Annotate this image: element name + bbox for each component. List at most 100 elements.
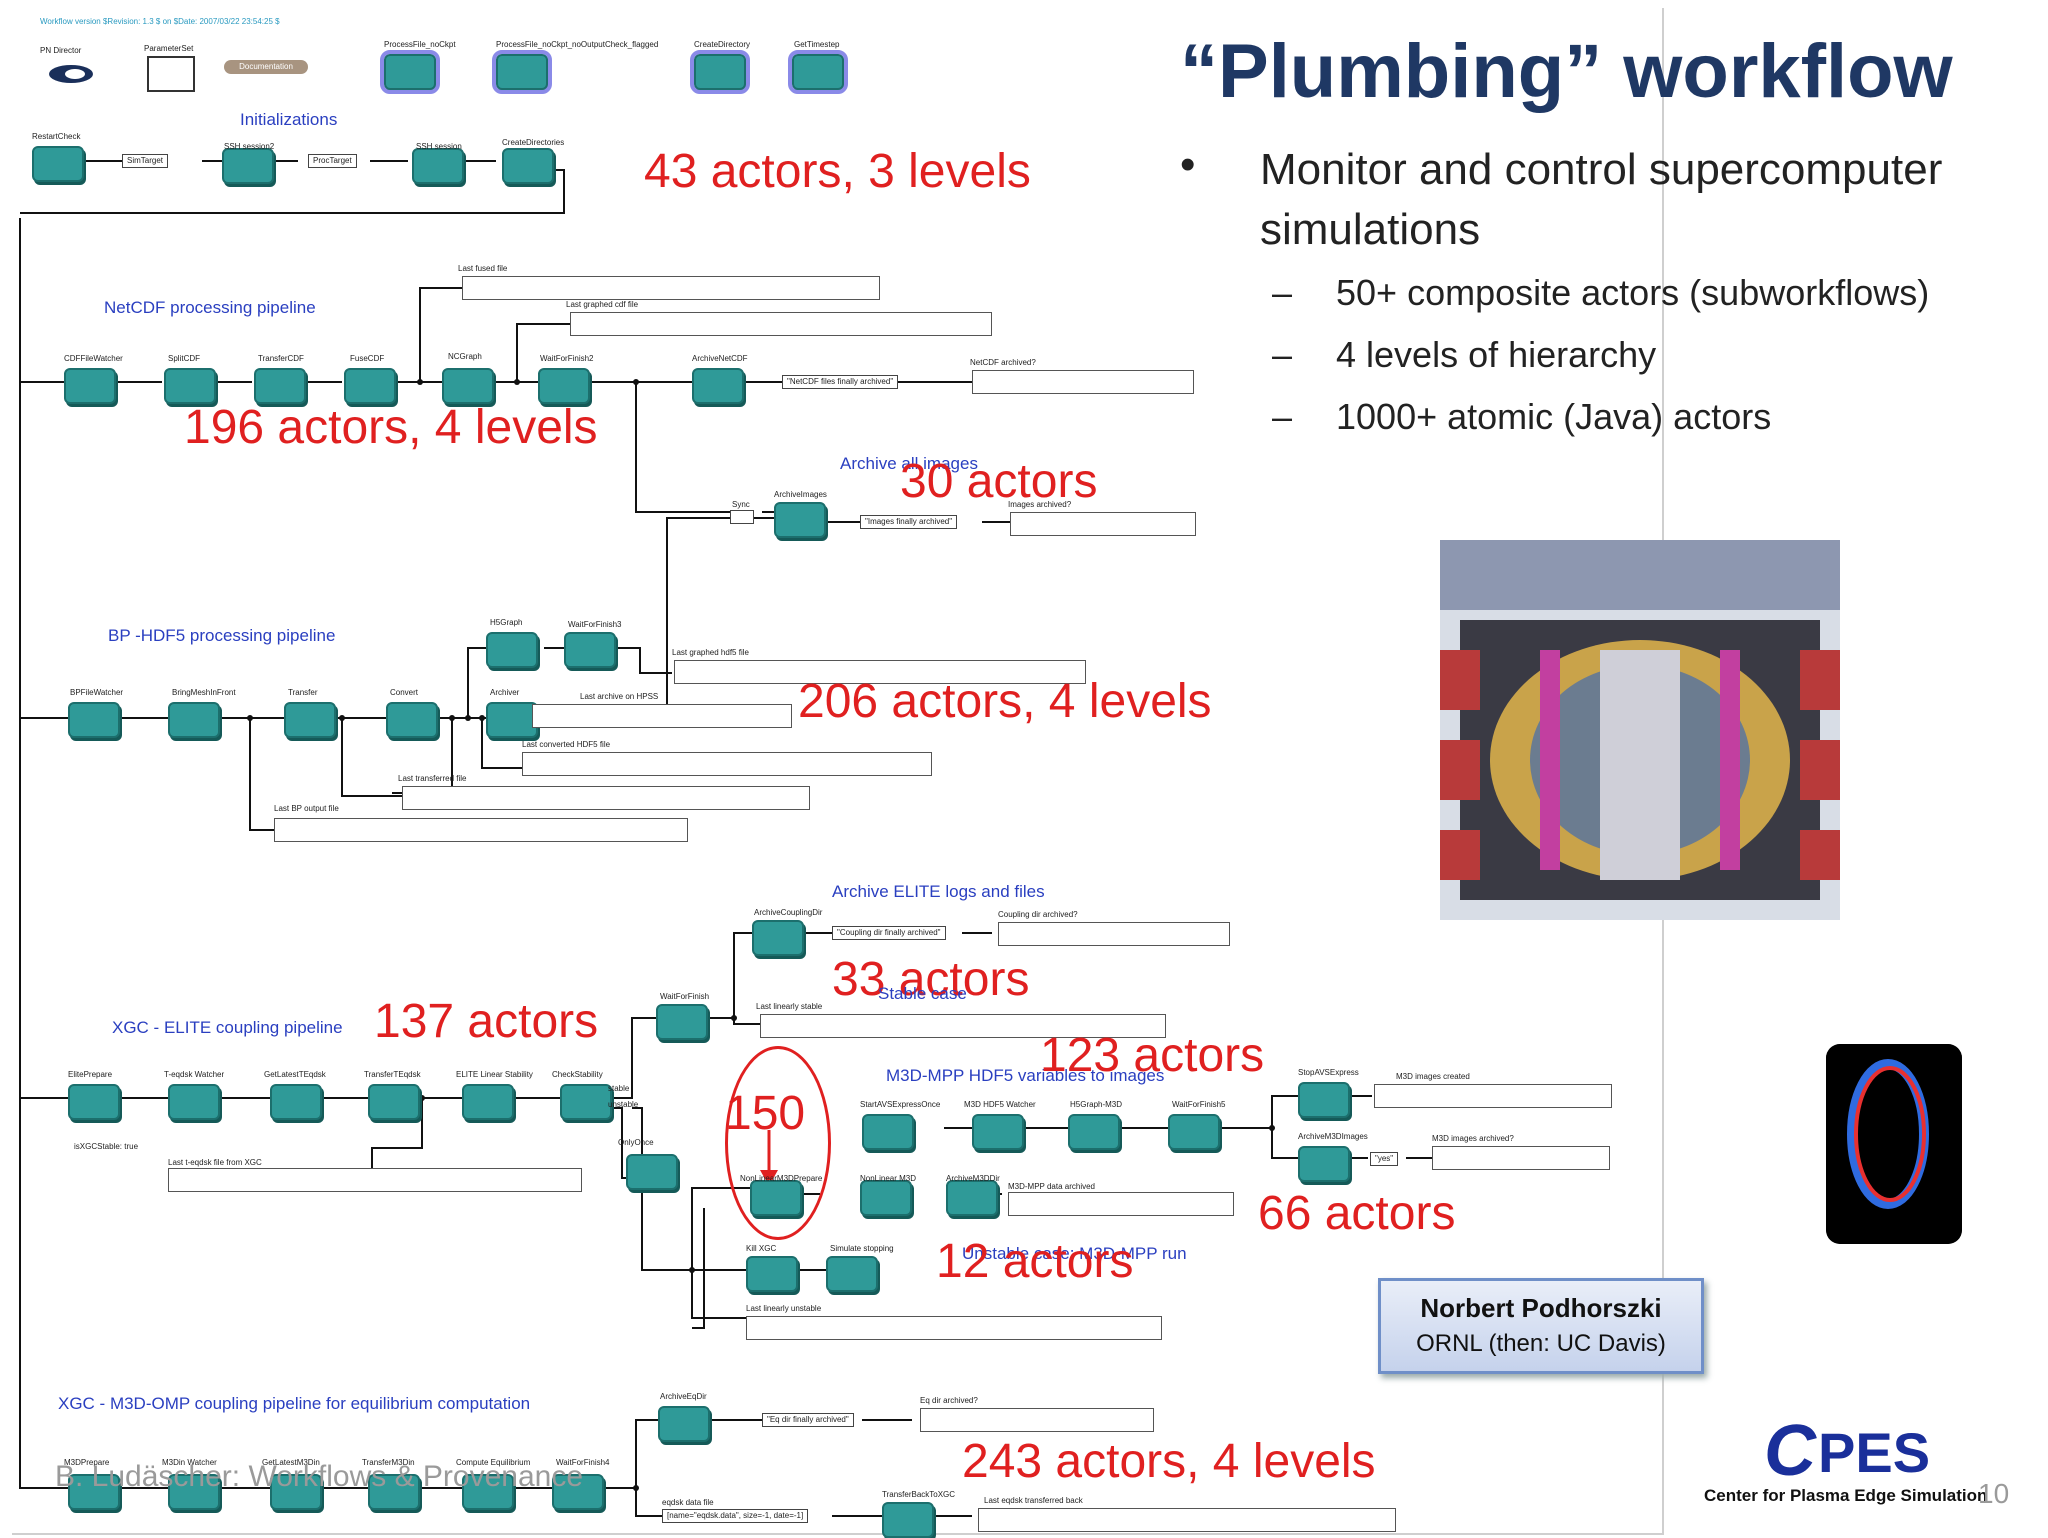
display-last-transferred	[402, 786, 810, 810]
actor-processfile-nockpt[interactable]	[380, 50, 440, 94]
actor-kill-xgc[interactable]	[746, 1256, 798, 1292]
actor-waitforfinish[interactable]	[656, 1004, 708, 1040]
actor-m3d-hdf5-watcher[interactable]	[972, 1114, 1024, 1150]
pipeline-bp-hdf5-title: BP -HDF5 processing pipeline	[108, 626, 336, 645]
actor-archiveimages[interactable]	[774, 502, 826, 538]
sync-label: Sync	[732, 500, 750, 509]
actor-simulate-stopping[interactable]	[826, 1256, 878, 1292]
actor-splitcdf[interactable]	[164, 368, 216, 404]
actor-waitforfinish4[interactable]	[552, 1474, 604, 1510]
coupling-archived-string[interactable]: "Coupling dir finally archived"	[832, 926, 946, 940]
actor-waitforfinish3[interactable]	[564, 632, 616, 668]
actor-waitforfinish5[interactable]	[1168, 1114, 1220, 1150]
actor-ssh-session2[interactable]	[222, 148, 274, 184]
actor-ssh-session[interactable]	[412, 148, 464, 184]
actor-h5graph[interactable]	[486, 632, 538, 668]
actor-restartcheck[interactable]	[32, 146, 84, 182]
display-last-fused	[462, 276, 880, 300]
actor-compute-equilibrium[interactable]	[462, 1474, 514, 1510]
actor-archivecouplingdir[interactable]	[752, 920, 804, 956]
eq-archived-string[interactable]: "Eq dir finally archived"	[762, 1413, 854, 1427]
count-206: 206 actors, 4 levels	[798, 675, 1212, 728]
actor-stopavsexpress[interactable]	[1298, 1082, 1350, 1118]
actor-onlyonce[interactable]	[626, 1154, 678, 1190]
actor-bpfilewatcher[interactable]	[68, 702, 120, 738]
actor-archiveeqdir[interactable]	[658, 1406, 710, 1442]
pipeline-init-title: Initializations	[240, 110, 338, 129]
netcdf-archived-string[interactable]: "NetCDF files finally archived"	[782, 375, 899, 389]
pipeline-stable-title: Stable case	[878, 984, 967, 1003]
actor-nonlinearm3dprepare[interactable]	[750, 1180, 802, 1216]
actor-convert[interactable]	[386, 702, 438, 738]
actor-archivem3dimages[interactable]	[1298, 1146, 1350, 1182]
sub-bullet-text: 50+ composite actors (subworkflows)	[1336, 272, 1930, 313]
actor-label: StopAVSExpress	[1298, 1068, 1359, 1077]
actor-eliteprepare[interactable]	[68, 1084, 120, 1120]
actor-startavsexpressonce[interactable]	[862, 1114, 914, 1150]
display-last-lin-stable	[760, 1014, 1166, 1038]
display-label: Eq dir archived?	[920, 1396, 978, 1405]
actor-getlatestm3din[interactable]	[270, 1474, 322, 1510]
actor-archiver[interactable]	[486, 702, 538, 738]
bullet-main-text: Monitor and control supercomputer simula…	[1260, 145, 1943, 254]
actor-label: WaitForFinish4	[556, 1458, 610, 1467]
actor-transfercdf[interactable]	[254, 368, 306, 404]
actor-label: M3DPrepare	[64, 1458, 110, 1467]
pn-director-icon[interactable]	[47, 60, 95, 84]
parameter-set-box[interactable]	[147, 56, 195, 92]
eqdsk-data-string[interactable]: [name="eqdsk.data", size=-1, date=-1]	[662, 1509, 809, 1523]
is-xgc-stable-parameter[interactable]: isXGCStable: true	[74, 1142, 139, 1151]
proc-target-box[interactable]: ProcTarget	[308, 154, 357, 168]
actor-label: ArchiveNetCDF	[692, 354, 748, 363]
sync-box[interactable]	[730, 510, 754, 524]
actor-getlatestteqdsk[interactable]	[270, 1084, 322, 1120]
actor-label: ArchiveImages	[774, 490, 827, 499]
actor-transferbacktoxgc[interactable]	[882, 1502, 934, 1538]
actor-h5graph-m3d[interactable]	[1068, 1114, 1120, 1150]
actor-archivem3ddir[interactable]	[946, 1180, 998, 1216]
actor-label: M3Din Watcher	[162, 1458, 217, 1467]
display-label: Coupling dir archived?	[998, 910, 1078, 919]
actor-elite-linear-stability[interactable]	[462, 1084, 514, 1120]
sim-target-box[interactable]: SimTarget	[122, 154, 169, 168]
actor-label: TransferCDF	[258, 354, 304, 363]
actor-createdirectories[interactable]	[502, 148, 554, 184]
actor-ncgraph[interactable]	[442, 368, 494, 404]
actor-fusecdf[interactable]	[344, 368, 396, 404]
display-label: Last fused file	[458, 264, 508, 273]
display-last-teqdsk	[168, 1168, 582, 1192]
workflow-version: Workflow version $Revision: 1.3 $ on $Da…	[40, 17, 280, 26]
actor-cdffilewatcher[interactable]	[64, 368, 116, 404]
actor-teqdsk-watcher[interactable]	[168, 1084, 220, 1120]
workflow-canvas[interactable]: Workflow version $Revision: 1.3 $ on $Da…	[12, 8, 1664, 1538]
pipeline-xgc-elite-title: XGC - ELITE coupling pipeline	[112, 1018, 343, 1037]
images-archived-string[interactable]: "Images finally archived"	[860, 515, 958, 529]
actor-label: SplitCDF	[168, 354, 201, 363]
actor-createdirectory[interactable]	[690, 50, 750, 94]
actor-bringmeshinfront[interactable]	[168, 702, 220, 738]
slide-footer: B. Ludäscher: Workflows & Provenance	[55, 1460, 584, 1493]
port-stable-label: stable	[608, 1084, 630, 1093]
tokamak-illustration	[1440, 540, 1840, 920]
actor-m3din-watcher[interactable]	[168, 1474, 220, 1510]
actor-transferm3din[interactable]	[368, 1474, 420, 1510]
documentation-button[interactable]: Documentation	[224, 60, 308, 74]
actor-transfer[interactable]	[284, 702, 336, 738]
yes-string[interactable]: "yes"	[1370, 1152, 1399, 1166]
actor-m3dprepare[interactable]	[68, 1474, 120, 1510]
actor-checkstability[interactable]	[560, 1084, 612, 1120]
actor-gettimestep[interactable]	[788, 50, 848, 94]
actor-waitforfinish2[interactable]	[538, 368, 590, 404]
actor-label: TransferBackToXGC	[882, 1490, 956, 1499]
actor-nonlinear-m3d[interactable]	[860, 1180, 912, 1216]
actor-label: T-eqdsk Watcher	[164, 1070, 225, 1079]
pipeline-m3d-mpp-title: M3D-MPP HDF5 variables to images	[886, 1066, 1165, 1085]
pipeline-archive-elite-title: Archive ELITE logs and files	[832, 882, 1045, 901]
actor-label: NonLinearM3DPrepare	[740, 1174, 823, 1183]
actor-processfile-nooutputcheck[interactable]	[492, 50, 552, 94]
actor-archivenetcdf[interactable]	[692, 368, 744, 404]
actor-transferteqdsk[interactable]	[368, 1084, 420, 1120]
bullet-dot: •	[1180, 140, 1196, 189]
count-243: 243 actors, 4 levels	[962, 1435, 1376, 1488]
actor-label: OnlyOnce	[618, 1138, 654, 1147]
